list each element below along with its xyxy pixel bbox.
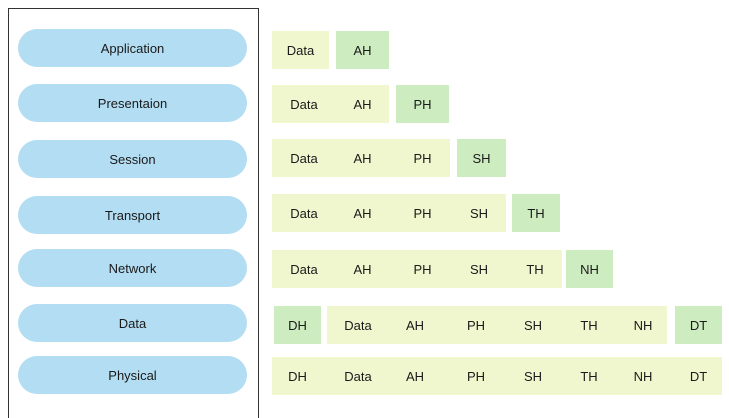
header-cell-ph: PH xyxy=(413,150,432,166)
header-cell-ah: AH xyxy=(353,261,372,277)
bit-stream-block xyxy=(272,357,722,395)
layer-presentation: Presentaion xyxy=(18,84,247,122)
data-cell: Data xyxy=(272,31,329,69)
data-cell: Data xyxy=(290,205,318,221)
header-cell-ah: AH xyxy=(353,205,372,221)
layer-transport: Transport xyxy=(18,196,247,234)
header-cell-dh: DH xyxy=(274,306,321,344)
header-cell-th: TH xyxy=(580,368,598,384)
header-cell-ph: PH xyxy=(466,317,486,333)
header-cell-sh: SH xyxy=(457,139,506,177)
layer-physical: Physical xyxy=(18,356,247,394)
header-cell-nh: NH xyxy=(633,317,653,333)
header-cell-ph: PH xyxy=(413,261,432,277)
data-cell: Data xyxy=(344,317,372,333)
data-block xyxy=(272,250,562,288)
trailer-cell-dt: DT xyxy=(689,368,708,384)
header-cell-ah: AH xyxy=(405,317,425,333)
layer-network: Network xyxy=(18,249,247,287)
data-cell: Data xyxy=(290,150,318,166)
header-cell-th: TH xyxy=(580,317,598,333)
layer-data-link: Data xyxy=(18,304,247,342)
trailer-cell-dt: DT xyxy=(675,306,722,344)
header-cell-sh: SH xyxy=(523,368,543,384)
layer-session: Session xyxy=(18,140,247,178)
header-cell-ah: AH xyxy=(353,96,372,112)
data-block xyxy=(272,85,389,123)
header-cell-ah: AH xyxy=(353,150,372,166)
header-cell-sh: SH xyxy=(469,205,489,221)
header-cell-ah: AH xyxy=(405,368,425,384)
data-cell: Data xyxy=(290,261,318,277)
data-block xyxy=(272,139,450,177)
header-cell-sh: SH xyxy=(469,261,489,277)
header-cell-th: TH xyxy=(512,194,560,232)
header-cell-ph: PH xyxy=(413,205,432,221)
header-cell-sh: SH xyxy=(523,317,543,333)
data-cell: Data xyxy=(290,96,318,112)
layer-stack-frame xyxy=(8,8,259,418)
header-cell-th: TH xyxy=(526,261,544,277)
header-cell-ah: AH xyxy=(336,31,389,69)
data-block xyxy=(327,306,667,344)
header-cell-nh: NH xyxy=(633,368,653,384)
data-cell: Data xyxy=(344,368,372,384)
header-cell-nh: NH xyxy=(566,250,613,288)
data-block xyxy=(272,194,506,232)
layer-application: Application xyxy=(18,29,247,67)
header-cell-dh: DH xyxy=(288,368,307,384)
header-cell-ph: PH xyxy=(466,368,486,384)
header-cell-ph: PH xyxy=(396,85,449,123)
